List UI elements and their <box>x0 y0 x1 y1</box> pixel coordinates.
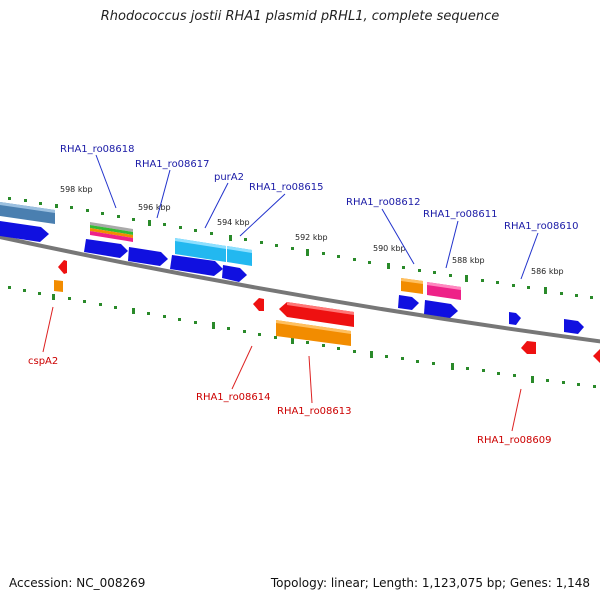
cds-reverse-arrow[interactable] <box>279 302 354 327</box>
reverse-gene-labels: cspA2 RHA1_ro08614 RHA1_ro08613 RHA1_ro0… <box>28 356 552 446</box>
cds-reverse-arrow[interactable] <box>521 341 536 354</box>
reverse-leaders <box>42 306 522 432</box>
gene-ro08613[interactable] <box>276 320 351 346</box>
gene-cspa2[interactable] <box>54 280 63 292</box>
cds-forward-arrow[interactable] <box>128 247 168 266</box>
gene-label[interactable]: cspA2 <box>28 356 58 367</box>
forward-gene-labels: RHA1_ro08618 RHA1_ro08617 purA2 RHA1_ro0… <box>60 144 579 232</box>
tick-label: 592 kbp <box>295 233 328 242</box>
gene-label[interactable]: RHA1_ro08614 <box>196 392 271 403</box>
gene-label[interactable]: RHA1_ro08610 <box>504 221 579 232</box>
gene-label[interactable]: RHA1_ro08611 <box>423 209 498 220</box>
map-title: Rhodococcus jostii RHA1 plasmid pRHL1, c… <box>100 9 500 24</box>
tick-label: 590 kbp <box>373 244 406 253</box>
cds-forward-arrow[interactable] <box>222 265 247 282</box>
forward-leaders <box>95 154 539 280</box>
gene-label[interactable]: RHA1_ro08617 <box>135 159 210 170</box>
accession-text: Accession: NC_008269 <box>9 576 146 590</box>
forward-genes <box>0 202 584 334</box>
cds-reverse-arrow[interactable] <box>593 349 600 363</box>
genome-backbone <box>0 235 600 344</box>
cds-forward-arrow[interactable] <box>509 312 521 325</box>
tick-label: 594 kbp <box>217 218 250 227</box>
reverse-genes <box>54 260 600 363</box>
forward-scale-dots <box>8 197 593 299</box>
gene-label[interactable]: purA2 <box>214 172 244 183</box>
cds-forward-arrow[interactable] <box>170 255 223 276</box>
cds-forward-arrow[interactable] <box>84 239 128 258</box>
cds-reverse-arrow[interactable] <box>58 260 67 274</box>
gene-label[interactable]: RHA1_ro08615 <box>249 182 324 193</box>
gene-ro08618[interactable] <box>90 222 133 242</box>
cds-reverse-arrow[interactable] <box>253 298 264 311</box>
gene-label[interactable]: RHA1_ro08612 <box>346 197 421 208</box>
tick-label: 598 kbp <box>60 185 93 194</box>
cds-forward-arrow[interactable] <box>398 295 419 310</box>
cds-forward-arrow[interactable] <box>0 221 49 242</box>
tick-label: 586 kbp <box>531 267 564 276</box>
gene-label[interactable]: RHA1_ro08609 <box>477 435 552 446</box>
scale-labels: 598 kbp 596 kbp 594 kbp 592 kbp 590 kbp … <box>60 185 564 276</box>
topology-summary: Topology: linear; Length: 1,123,075 bp; … <box>270 576 590 590</box>
gene-steel-bar[interactable] <box>0 202 55 224</box>
reverse-scale-dots <box>8 286 596 388</box>
gene-label[interactable]: RHA1_ro08613 <box>277 406 352 417</box>
cds-forward-arrow[interactable] <box>564 319 584 334</box>
gene-label[interactable]: RHA1_ro08618 <box>60 144 135 155</box>
tick-label: 588 kbp <box>452 256 485 265</box>
cds-forward-arrow[interactable] <box>424 300 458 318</box>
tick-label: 596 kbp <box>138 203 171 212</box>
